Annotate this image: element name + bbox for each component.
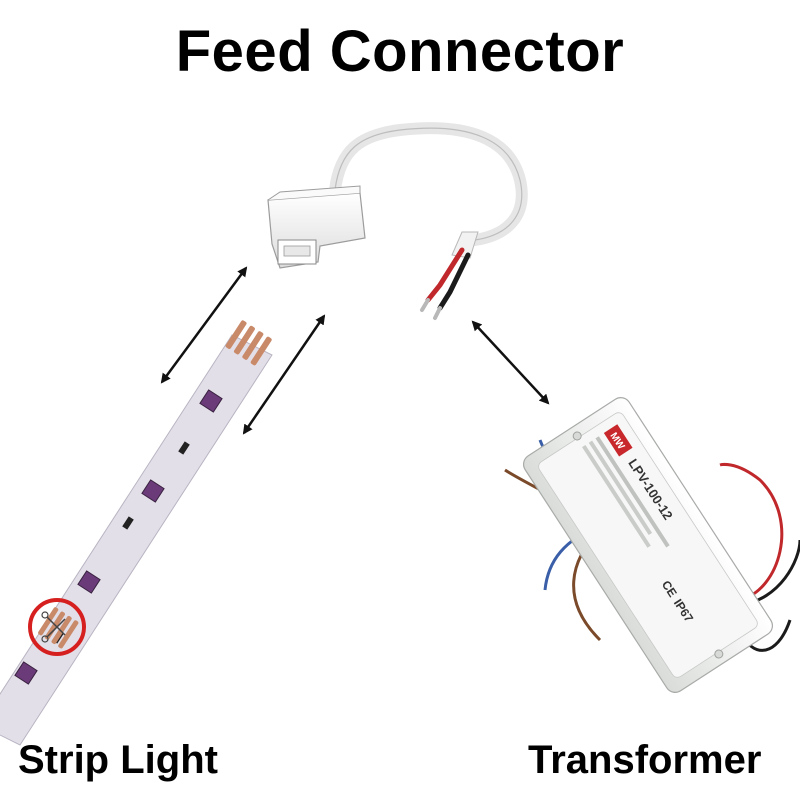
cut-point [28,598,86,656]
transformer: MW LPV-100-12 CE IP67 [504,397,800,693]
wire-red [425,247,465,303]
connection-arrows [160,266,550,435]
strip-light-label: Strip Light [18,738,218,782]
strip-leds [14,389,223,685]
scissors-icon [41,611,66,643]
double-arrow-icon [471,320,550,405]
strip-light [0,320,273,746]
strip-pads-top [225,320,272,366]
double-arrow-icon [160,266,248,384]
feed-connector [267,122,528,320]
wire-black [437,252,471,311]
page-title: Feed Connector [175,19,625,84]
transformer-label: Transformer [528,738,762,782]
psu-body: MW LPV-100-12 CE IP67 [522,397,774,693]
wire-output-red [719,462,784,602]
double-arrow-icon [242,314,326,435]
